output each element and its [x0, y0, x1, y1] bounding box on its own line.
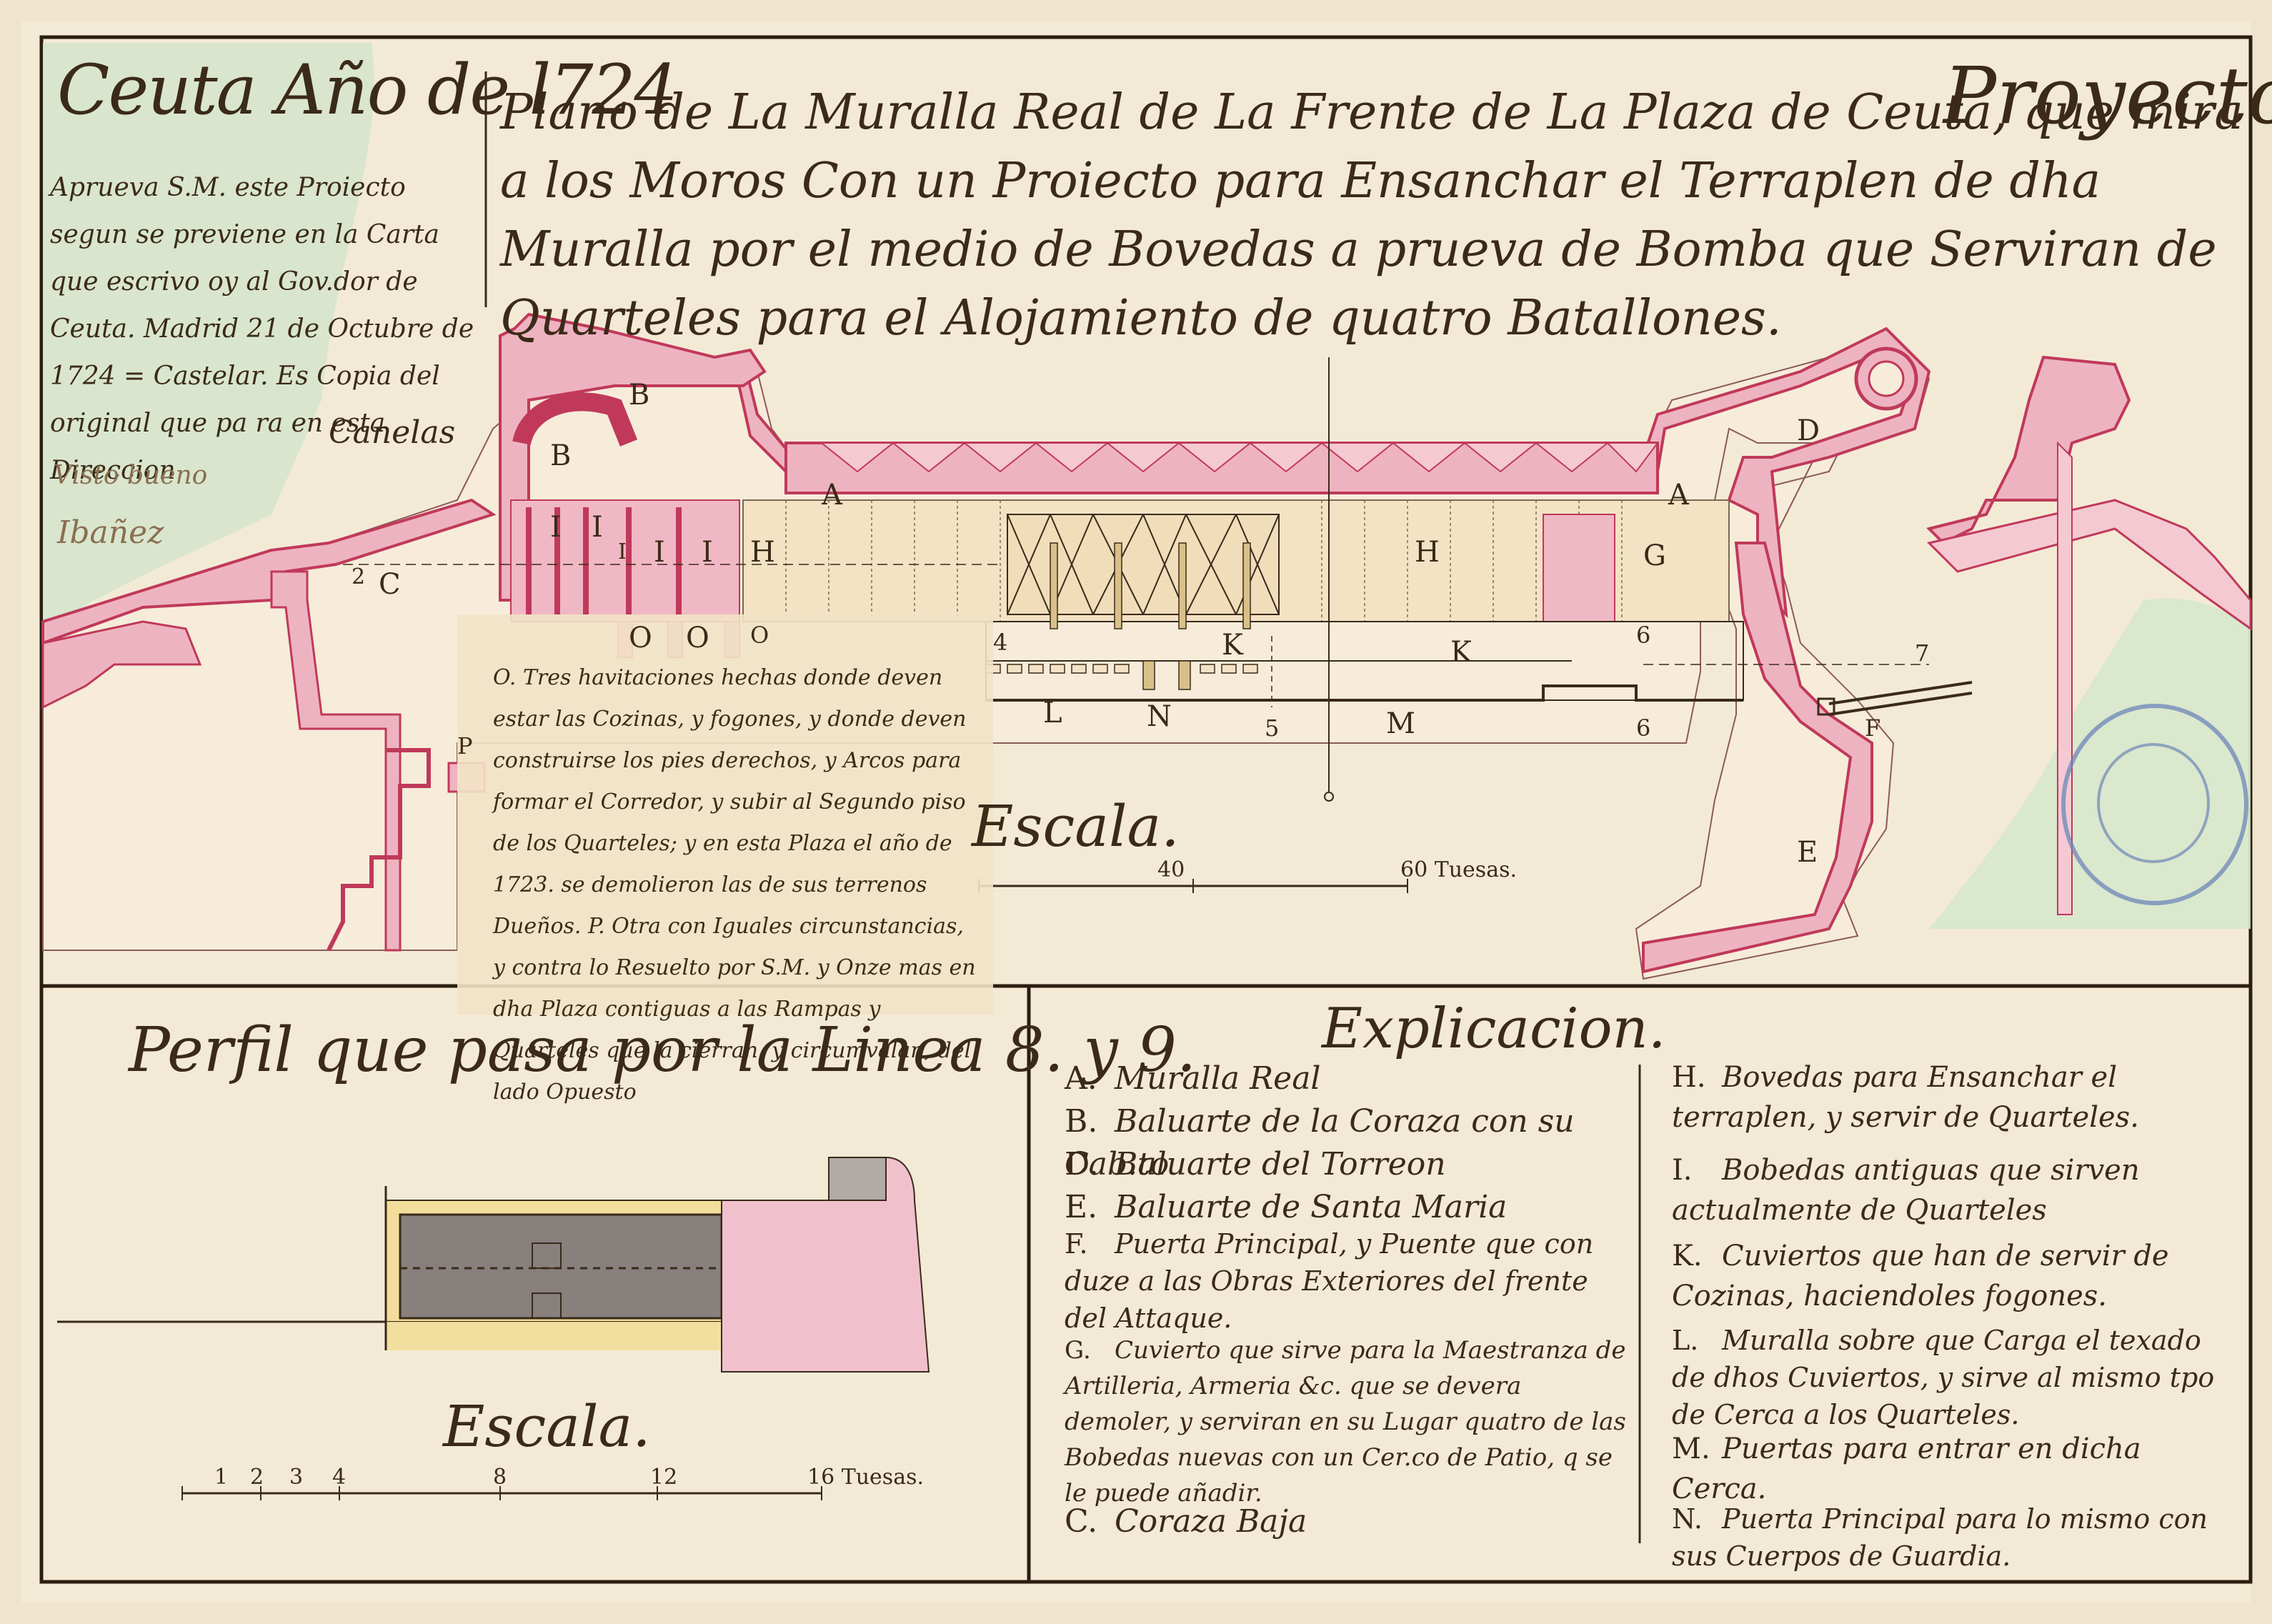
- label-6-top: 6: [1636, 622, 1651, 649]
- label-B-low: B: [550, 439, 572, 472]
- label-P: P: [457, 732, 473, 759]
- label-I-2: I: [592, 511, 603, 544]
- maestranza-G: [1543, 514, 1615, 622]
- plan-scale-60: 60 Tuesas.: [1400, 857, 1518, 882]
- label-H-left: H: [750, 536, 775, 569]
- profile-scale-title: Escala.: [443, 1393, 651, 1460]
- bridge-F: [1828, 681, 1973, 705]
- label-L: L: [1043, 697, 1062, 729]
- profile-scale-bar: [181, 1486, 822, 1500]
- legend-H: H.Bovedas para Ensanchar el terraplen, y…: [1672, 1061, 2139, 1134]
- bastion-coraza: [499, 312, 767, 602]
- proyecto-heading: Proyecto: [1943, 50, 2272, 141]
- outer-works-right: [1926, 355, 2131, 545]
- legend-K: K.Cuviertos que han de servir de Cozinas…: [1672, 1240, 2169, 1312]
- label-7: 7: [1915, 639, 1930, 667]
- bastion-santa-maria: [1642, 542, 1873, 974]
- label-O-2: O: [686, 622, 709, 654]
- label-D: D: [1797, 414, 1820, 447]
- label-C: C: [379, 568, 401, 601]
- profile-tick-16: 16 Tuesas.: [807, 1465, 925, 1490]
- crossed-vaults: [1007, 514, 1280, 615]
- label-F: F: [1865, 714, 1881, 742]
- legend-M: M.Puertas para entrar en dicha Cerca.: [1672, 1433, 2141, 1505]
- legend-F: F.Puerta Principal, y Puente que con duz…: [1065, 1228, 1594, 1334]
- label-M: M: [1386, 707, 1415, 740]
- label-A-left: A: [822, 479, 842, 512]
- legend-B: B.Baluarte de la Coraza con su Cab.to: [1065, 1103, 1575, 1182]
- approval-note: Aprueva S.M. este Proiecto segun se prev…: [50, 173, 474, 485]
- label-2: 2: [352, 564, 366, 589]
- label-4: 4: [993, 629, 1008, 656]
- legend-I: I.Bobedas antiguas que sirven actualment…: [1672, 1154, 2140, 1227]
- legend-N: N.Puerta Principal para lo mismo con sus…: [1672, 1503, 2208, 1572]
- legend-D: D.Baluarte del Torreon: [1065, 1146, 1446, 1182]
- label-G: G: [1643, 539, 1666, 572]
- profile-tick-2: 2: [250, 1465, 264, 1490]
- old-vaults-I: [510, 499, 740, 622]
- visto-bueno: Visto bueno: [54, 461, 208, 490]
- legend-G: G.Cuvierto que sirve para la Maestranza …: [1065, 1336, 1626, 1508]
- profile-tick-3: 3: [289, 1465, 304, 1490]
- label-N: N: [1147, 700, 1172, 733]
- plan-scale-title: Escala.: [972, 793, 1180, 860]
- profile-tick-8: 8: [493, 1465, 507, 1490]
- label-5: 5: [1265, 714, 1280, 742]
- profile-tick-1: 1: [214, 1465, 229, 1490]
- label-K-2: K: [1450, 636, 1472, 669]
- label-O-3: O: [750, 622, 769, 649]
- profile-title: Perfil que pasa por la Linea 8. y 9.: [129, 1015, 1197, 1086]
- map-title: Plano de La Muralla Real de La Frente de…: [500, 84, 2243, 347]
- label-B-top: B: [629, 379, 650, 412]
- plan-scale-40: 40: [1157, 857, 1185, 882]
- label-E: E: [1797, 836, 1818, 869]
- profile-tick-4: 4: [332, 1465, 347, 1490]
- signature-ibanez: Ibañez: [57, 514, 164, 551]
- place-year-title: Ceuta Año de l724: [57, 50, 678, 130]
- legend-C: C.Coraza Baja: [1065, 1503, 1307, 1540]
- profile-tick-12: 12: [650, 1465, 678, 1490]
- profile-section: [57, 1157, 930, 1373]
- embrasures: [819, 442, 1659, 473]
- label-O-1: O: [629, 622, 652, 654]
- label-6-bottom: 6: [1636, 714, 1651, 742]
- label-I-1: I: [550, 511, 562, 544]
- pillars: [1050, 542, 1251, 690]
- note-paper: [457, 614, 993, 1015]
- legend-E: E.Baluarte de Santa Maria: [1065, 1189, 1508, 1225]
- label-H-right: H: [1415, 536, 1440, 569]
- archive-stamp-inner: [2097, 743, 2210, 863]
- plan-note: O. Tres havitaciones hechas donde deven …: [493, 665, 976, 1105]
- label-K-1: K: [1222, 629, 1243, 662]
- label-I-4: I: [654, 536, 665, 569]
- legend-L: L.Muralla sobre que Carga el texado de d…: [1672, 1325, 2215, 1430]
- signature-canelas: Canelas: [329, 414, 456, 451]
- label-I-5: I: [702, 536, 713, 569]
- archive-stamp: [2061, 704, 2248, 905]
- legend-A: A.Muralla Real: [1065, 1060, 1321, 1097]
- label-A-right: A: [1668, 479, 1689, 512]
- explicacion-title: Explicacion.: [1322, 997, 1666, 1061]
- wall-L: [986, 684, 1743, 702]
- coraza-baja: [41, 498, 497, 645]
- sea-area-left: [43, 43, 374, 629]
- label-I-3: I: [618, 539, 627, 564]
